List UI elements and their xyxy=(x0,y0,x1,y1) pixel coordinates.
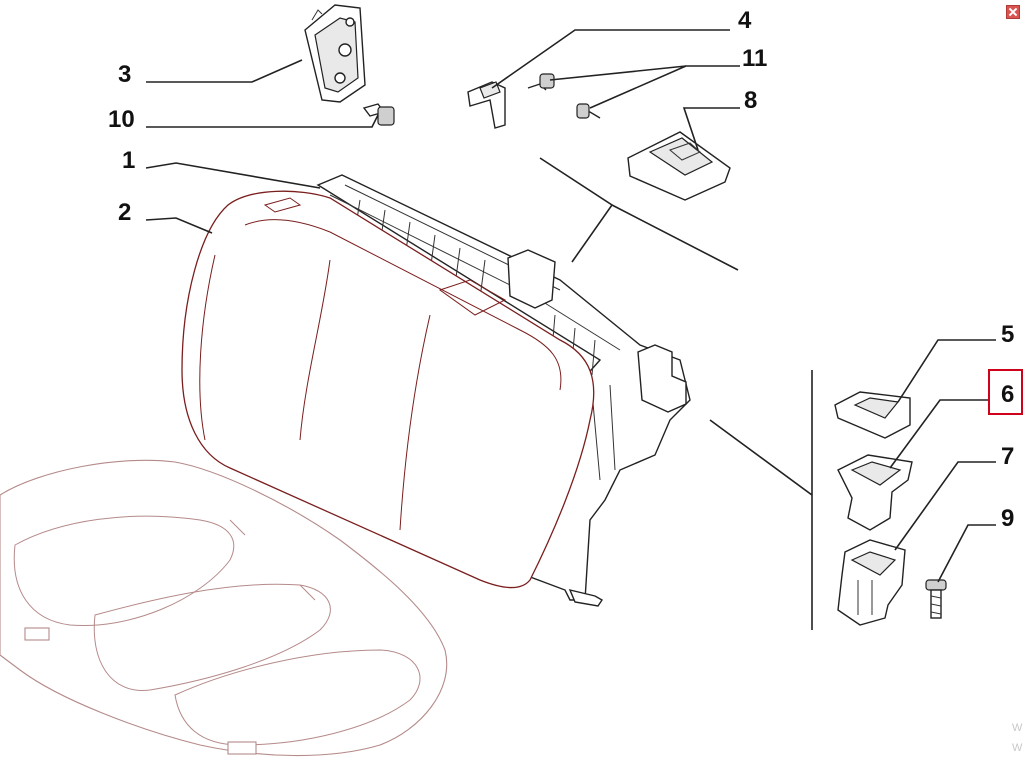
group-line-top xyxy=(539,157,739,271)
leader-8 xyxy=(682,107,740,151)
callout-9: 9 xyxy=(1001,505,1014,532)
leader-5 xyxy=(897,339,996,403)
backrest-cushion xyxy=(181,190,595,589)
callout-10: 10 xyxy=(108,106,135,133)
callout-6: 6 xyxy=(1001,381,1014,408)
hinge-bracket-part-3 xyxy=(304,4,366,103)
watermark-top: W xyxy=(1012,722,1023,734)
screws-part-11 xyxy=(527,73,601,119)
callout-6-highlight xyxy=(988,369,1023,415)
bezel-part-5 xyxy=(834,391,911,439)
bolt-part-9 xyxy=(925,579,947,619)
callout-1: 1 xyxy=(122,147,135,174)
callout-8: 8 xyxy=(744,87,757,114)
backrest-frame xyxy=(316,174,691,607)
callout-2: 2 xyxy=(118,199,131,226)
callout-4: 4 xyxy=(738,7,752,34)
leader-9 xyxy=(937,524,996,583)
callout-7: 7 xyxy=(1001,443,1014,470)
housing-part-6 xyxy=(837,454,913,531)
callout-labels: 3 10 1 2 4 11 8 5 6 7 9 xyxy=(108,7,1014,532)
latch-part-4 xyxy=(467,81,506,129)
leader-4 xyxy=(491,29,730,89)
watermark-bottom: W xyxy=(1012,742,1023,754)
cover-part-8 xyxy=(627,131,731,201)
callout-3: 3 xyxy=(118,61,131,88)
leader-lines xyxy=(145,29,996,583)
callout-11: 11 xyxy=(742,45,767,72)
leader-10 xyxy=(146,114,379,128)
leader-2 xyxy=(145,217,213,234)
leader-3 xyxy=(146,59,303,83)
callout-5: 5 xyxy=(1001,321,1014,348)
leader-1 xyxy=(145,162,321,189)
leader-11 xyxy=(549,65,740,109)
group-line-right xyxy=(709,370,813,630)
seat-cushion xyxy=(0,459,448,757)
bolt-part-10 xyxy=(362,103,395,126)
bracket-part-7 xyxy=(837,539,906,626)
leader-6 xyxy=(889,399,988,469)
close-icon[interactable] xyxy=(1006,5,1020,19)
leader-7 xyxy=(894,461,996,551)
